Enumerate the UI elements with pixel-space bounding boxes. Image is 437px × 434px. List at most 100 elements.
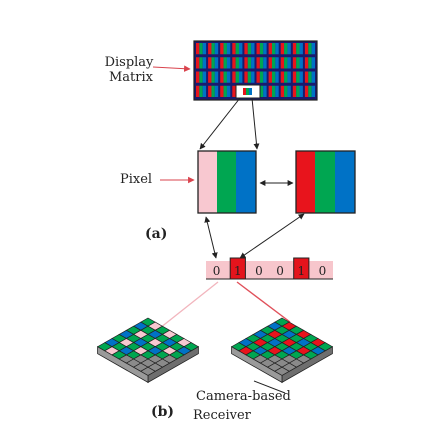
matrix-subpixel	[259, 57, 264, 69]
bit-label: 0	[319, 264, 327, 278]
matrix-subpixel	[196, 57, 200, 69]
matrix-subpixel	[280, 43, 285, 55]
matrix-subpixel	[202, 57, 207, 69]
matrix-subpixel	[220, 43, 224, 55]
matrix-subpixel	[199, 43, 203, 55]
sensor-cell	[274, 366, 290, 376]
matrix-subpixel	[223, 85, 227, 97]
display-label: Display Matrix	[103, 55, 155, 85]
matrix-subpixel	[296, 71, 300, 83]
matrix-subpixel	[208, 57, 212, 69]
receiver-pointer	[253, 380, 286, 394]
matrix-subpixel	[223, 43, 227, 55]
matrix-subpixel	[214, 71, 219, 83]
matrix-subpixel	[235, 57, 240, 69]
matrix-subpixel	[226, 71, 231, 83]
matrix-subpixel	[226, 57, 231, 69]
part-a-label: (a)	[145, 226, 168, 242]
matrix-subpixel	[287, 85, 291, 97]
matrix-subpixel	[220, 85, 224, 97]
matrix-subpixel	[223, 57, 227, 69]
matrix-subpixel	[214, 85, 219, 97]
matrix-subpixel	[299, 43, 303, 55]
pixel-dimmed	[197, 150, 257, 214]
matrix-subpixel	[280, 57, 285, 69]
matrix-subpixel	[232, 57, 236, 69]
matrix-subpixel	[304, 43, 309, 55]
pixel-full	[295, 150, 356, 214]
camera-sensor-grid-on	[230, 317, 334, 384]
matrix-subpixel	[223, 71, 227, 83]
matrix-subpixel	[292, 71, 297, 83]
display-label-arrow	[152, 65, 191, 72]
matrix-subpixel	[299, 57, 303, 69]
matrix-subpixel	[208, 85, 212, 97]
matrix-subpixel	[202, 85, 207, 97]
matrix-subpixel	[271, 43, 276, 55]
matrix-subpixel	[271, 85, 276, 97]
matrix-subpixel	[284, 43, 288, 55]
matrix-subpixel	[304, 71, 309, 83]
display-label-line1: Display	[104, 55, 154, 70]
bit-label: 1	[297, 264, 305, 278]
pixel-label: Pixel	[120, 172, 153, 187]
matrix-subpixel	[311, 71, 315, 83]
matrix-subpixel	[275, 85, 279, 97]
matrix-subpixel	[199, 57, 203, 69]
receiver-label-line1: Camera-based	[196, 389, 291, 404]
matrix-subpixel	[284, 71, 288, 83]
matrix-subpixel	[296, 85, 300, 97]
matrix-subpixel	[247, 57, 252, 69]
matrix-subpixel	[259, 43, 264, 55]
matrix-subpixel	[268, 71, 272, 83]
matrix-subpixel	[263, 71, 267, 83]
matrix-subpixel	[239, 57, 243, 69]
bit-one-ray	[236, 281, 291, 323]
matrix-subpixel	[263, 57, 267, 69]
matrix-subpixel	[208, 43, 212, 55]
matrix-subpixel	[256, 71, 260, 83]
matrix-subpixel	[292, 43, 297, 55]
matrix-subpixel	[287, 71, 291, 83]
matrix-subpixel	[263, 85, 267, 97]
matrix-subpixel	[220, 71, 224, 83]
matrix-subpixel	[299, 85, 303, 97]
matrix-subpixel	[244, 71, 248, 83]
matrix-subpixel	[251, 57, 255, 69]
matrix-subpixel	[304, 85, 309, 97]
matrix-subpixel	[244, 57, 248, 69]
matrix-subpixel	[263, 43, 267, 55]
zoom-line-left	[199, 97, 241, 150]
matrix-subpixel	[247, 71, 252, 83]
bit-label: 0	[276, 264, 284, 278]
matrix-subpixel	[284, 57, 288, 69]
matrix-subpixel	[292, 85, 297, 97]
matrix-subpixel	[259, 85, 264, 97]
matrix-subpixel	[211, 85, 215, 97]
matrix-subpixel	[214, 57, 219, 69]
matrix-subpixel	[232, 71, 236, 83]
bit-zero-ray	[159, 281, 219, 329]
matrix-subpixel	[275, 57, 279, 69]
matrix-subpixel	[268, 85, 272, 97]
matrix-subpixel	[311, 43, 315, 55]
matrix-subpixel	[251, 43, 255, 55]
matrix-subpixel	[214, 43, 219, 55]
matrix-subpixel	[247, 43, 252, 55]
matrix-subpixel	[244, 43, 248, 55]
matrix-subpixel	[211, 43, 215, 55]
matrix-subpixel	[235, 71, 240, 83]
matrix-subpixel	[202, 43, 207, 55]
matrix-subpixel	[220, 57, 224, 69]
matrix-subpixel	[211, 71, 215, 83]
bit-label: 0	[255, 264, 263, 278]
matrix-subpixel	[211, 57, 215, 69]
matrix-subpixel	[308, 57, 312, 69]
matrix-subpixel	[199, 71, 203, 83]
matrix-subpixel	[287, 43, 291, 55]
matrix-subpixel	[196, 85, 200, 97]
matrix-subpixel	[308, 85, 312, 97]
matrix-subpixel	[196, 71, 200, 83]
matrix-subpixel	[304, 57, 309, 69]
